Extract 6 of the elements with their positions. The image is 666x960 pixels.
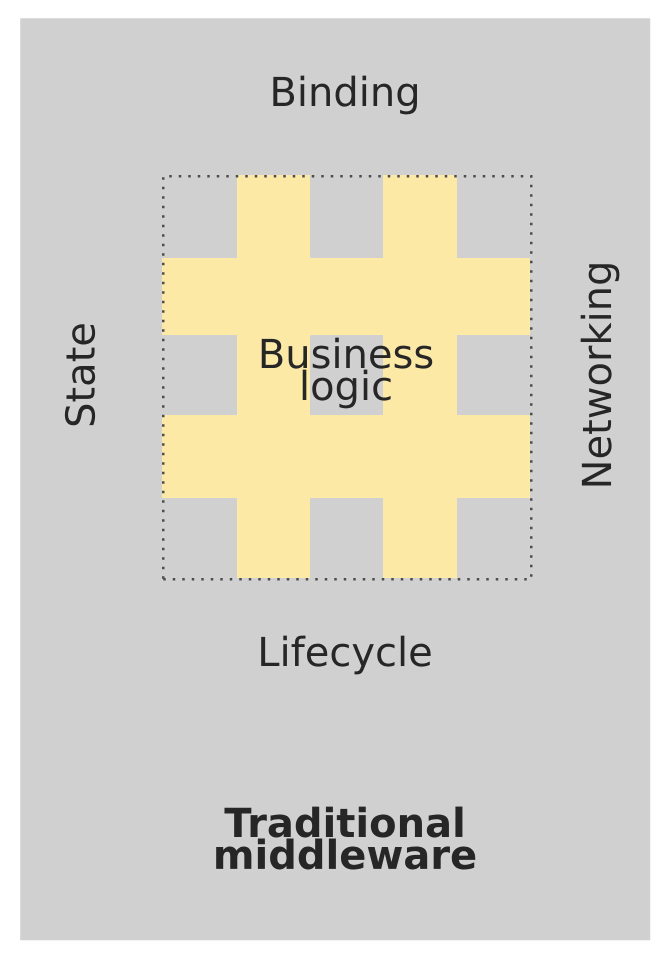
side-label: Networking <box>580 264 620 486</box>
panel-title: Traditional middleware <box>216 806 476 870</box>
side-label: Lifecycle <box>261 636 431 674</box>
side-label: Binding <box>273 76 417 114</box>
box-label: Business logic <box>262 338 432 408</box>
side-label: State <box>64 324 96 426</box>
